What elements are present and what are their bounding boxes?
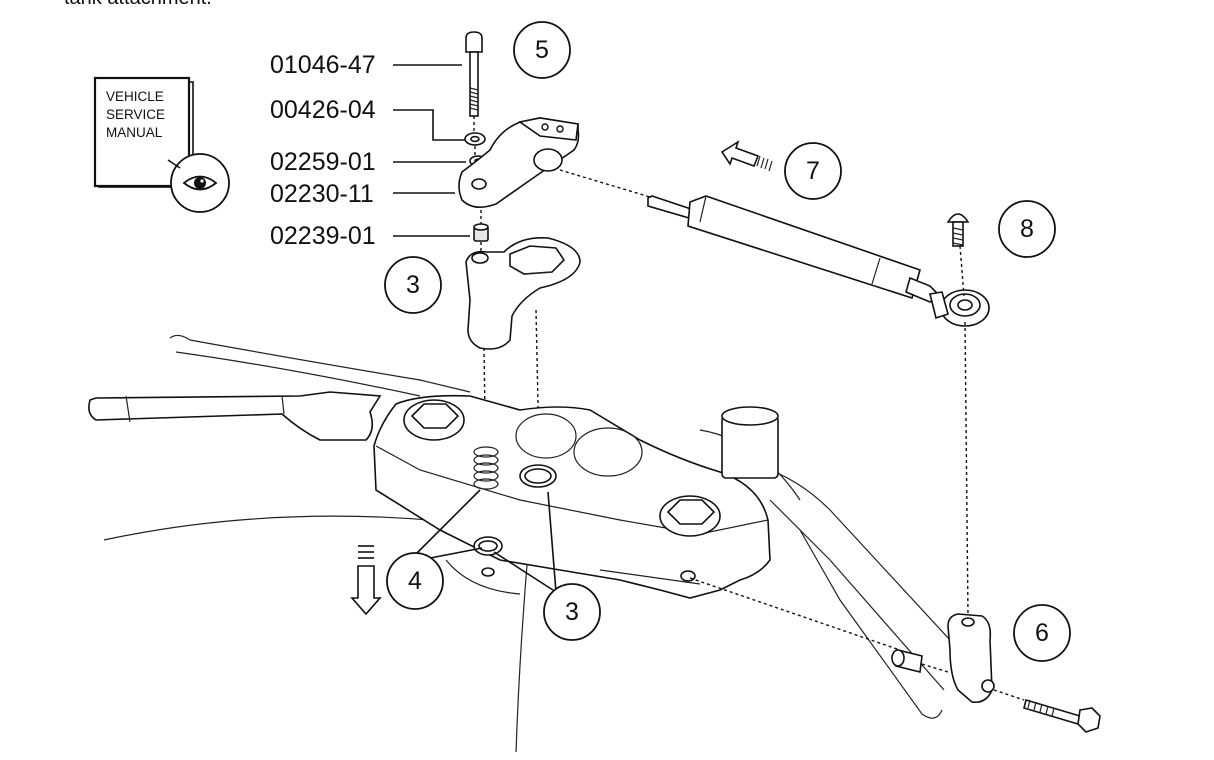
svg-text:6: 6: [1035, 619, 1049, 647]
lower-clamp-assembly: [689, 577, 1101, 733]
manual-line-2: SERVICE: [106, 107, 165, 122]
svg-text:8: 8: [1020, 215, 1034, 243]
rod-end-screw: [946, 213, 970, 617]
spring: [473, 446, 499, 490]
svg-text:4: 4: [408, 567, 422, 595]
part-number-02259-01: 02259-01: [270, 148, 376, 176]
callout-6: 6: [1013, 604, 1071, 662]
callout-7: 7: [784, 142, 842, 200]
eye-icon: [167, 153, 230, 213]
svg-text:3: 3: [565, 598, 579, 626]
part-number-02230-11: 02230-11: [270, 180, 374, 208]
svg-text:7: 7: [806, 157, 820, 185]
manual-line-3: MANUAL: [106, 125, 163, 140]
arrow-down-icon: [350, 545, 382, 616]
caption-fragment: tank attachment.: [64, 0, 212, 9]
damper-bracket-assembly: [458, 31, 580, 256]
arrow-left-icon: [720, 140, 773, 172]
motorcycle-front-end: [88, 334, 951, 753]
callout-5: 5: [513, 21, 571, 79]
svg-text:5: 5: [535, 36, 549, 64]
part-number-00426-04: 00426-04: [270, 96, 376, 124]
manual-line-1: VEHICLE: [106, 89, 164, 104]
svg-text:3: 3: [406, 271, 420, 299]
callout-8: 8: [998, 200, 1056, 258]
callout-3-upper: 3: [384, 256, 442, 314]
part-number-labels: 01046-47 00426-04 02259-01 02230-11 0223…: [270, 51, 470, 250]
service-manual-icon: VEHICLE SERVICE MANUAL: [93, 76, 230, 213]
callout-3-lower: 3: [543, 583, 601, 641]
part-number-01046-47: 01046-47: [270, 51, 376, 79]
steering-damper: [559, 169, 990, 327]
part-number-02239-01: 02239-01: [270, 222, 376, 250]
callout-4: 4: [386, 552, 444, 610]
